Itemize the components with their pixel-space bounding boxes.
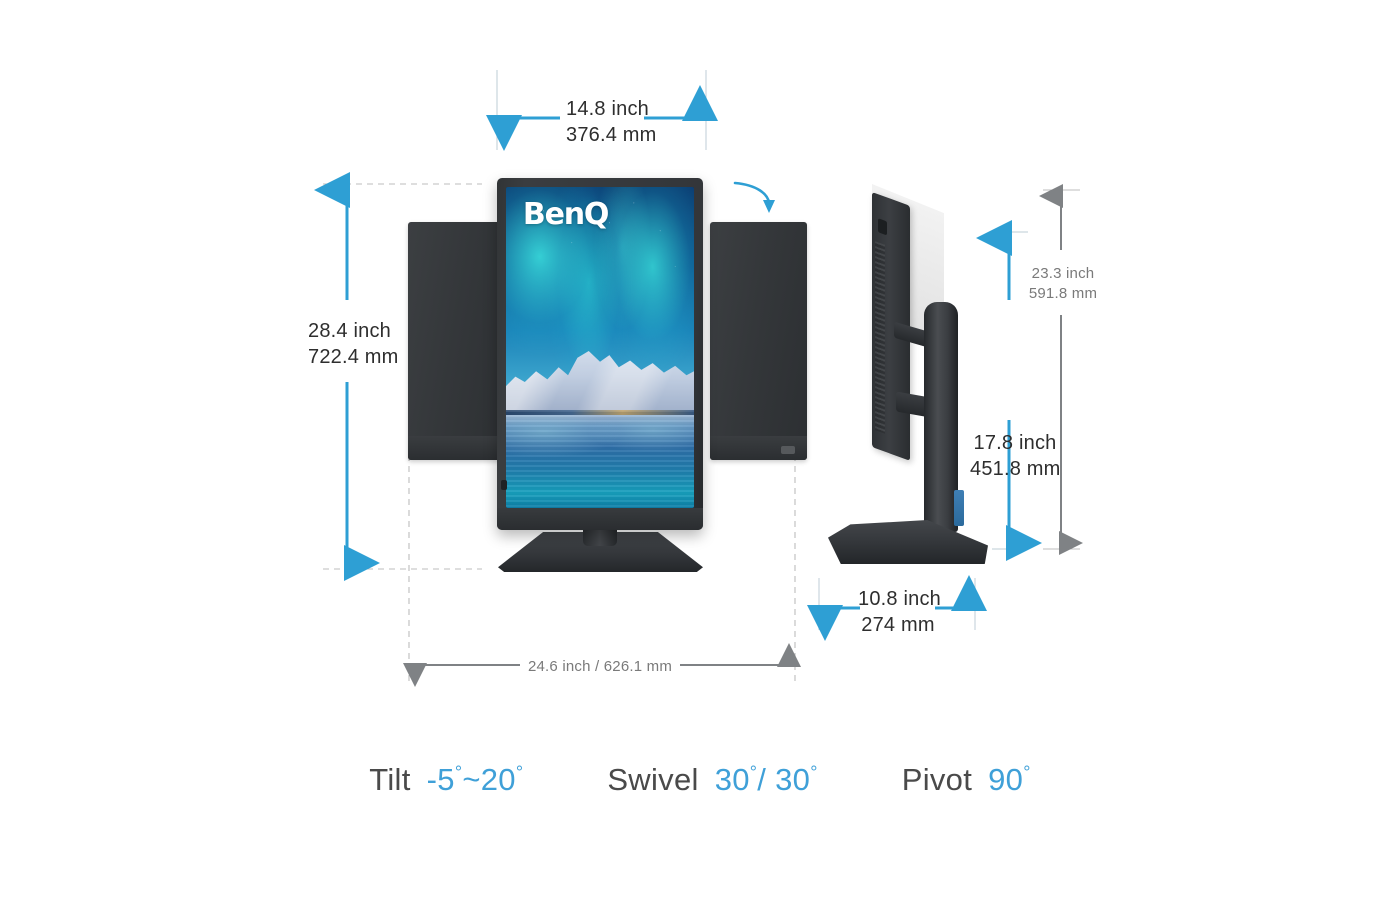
spec-swivel-value-a: 30 <box>714 762 750 797</box>
monitor-screen: BenQ <box>506 187 694 508</box>
spec-pivot-label: Pivot <box>901 762 973 797</box>
dimension-arrow-height-right-outer <box>1039 184 1083 555</box>
monitor-side-vents <box>875 241 885 434</box>
degree-icon: ° <box>1023 762 1031 783</box>
monitor-side-column <box>924 302 958 532</box>
spec-pivot-value: 90° <box>988 762 1031 798</box>
monitor-portrait-chin <box>497 508 703 530</box>
monitor-portrait-body: BenQ <box>497 178 703 530</box>
label-height-right-outer-inch: 23.3 inch <box>1031 265 1095 282</box>
spec-swivel: Swivel 30°/ 30° <box>607 762 817 798</box>
spec-tilt-value-b: ~20 <box>462 762 516 797</box>
degree-icon: ° <box>515 762 524 783</box>
label-height-left: 28.4 inch 722.4 mm <box>308 318 399 371</box>
landscape-ghost-right-foot <box>710 436 807 460</box>
monitor-front-view: BenQ <box>395 175 807 580</box>
label-depth-bottom: 10.8 inch 274 mm <box>858 586 941 639</box>
label-height-right-inner: 17.8 inch 451.8 mm <box>970 430 1060 483</box>
label-height-right-inner-mm: 451.8 mm <box>970 458 1061 481</box>
spec-pivot: Pivot 90° <box>902 762 1031 798</box>
spec-tilt-value: -5°~20° <box>427 762 524 798</box>
wallpaper-shoreline <box>506 410 694 416</box>
ergonomics-row: Tilt -5°~20° Swivel 30°/ 30° Pivot 90° <box>0 762 1400 798</box>
label-sweep-bottom: 24.6 inch / 626.1 mm <box>520 657 680 677</box>
cable-clip-icon <box>954 490 964 526</box>
wallpaper-lake-reflection <box>506 414 694 508</box>
label-height-right-outer: 23.3 inch 591.8 mm <box>1020 264 1106 304</box>
power-led-icon <box>781 446 795 454</box>
label-width-top: 14.8 inch 376.4 mm <box>566 96 657 149</box>
label-width-top-inch: 14.8 inch <box>566 98 649 120</box>
degree-icon: ° <box>454 762 463 783</box>
label-sweep-bottom-text: 24.6 inch / 626.1 mm <box>527 658 673 675</box>
degree-icon: ° <box>749 762 758 783</box>
monitor-side-button-icon <box>501 480 507 490</box>
spec-swivel-value: 30°/ 30° <box>715 762 818 798</box>
label-width-top-mm: 376.4 mm <box>566 124 657 147</box>
label-depth-bottom-inch: 10.8 inch <box>858 588 941 610</box>
spec-pivot-value-a: 90 <box>988 762 1024 797</box>
monitor-side-base <box>828 520 988 564</box>
spec-swivel-label: Swivel <box>607 762 699 797</box>
landscape-ghost-right <box>710 222 807 460</box>
wallpaper-aurora-sky <box>506 187 694 387</box>
degree-icon: ° <box>810 762 818 783</box>
label-height-left-mm: 722.4 mm <box>308 346 399 369</box>
label-height-right-outer-mm: 591.8 mm <box>1028 284 1098 302</box>
label-height-right-inner-inch: 17.8 inch <box>973 432 1057 454</box>
monitor-side-view <box>820 180 1010 565</box>
spec-tilt: Tilt -5°~20° <box>369 762 523 798</box>
label-depth-bottom-mm: 274 mm <box>861 614 935 637</box>
spec-swivel-value-b: / 30 <box>757 762 811 797</box>
label-height-left-inch: 28.4 inch <box>308 320 391 342</box>
benq-logo: BenQ <box>522 196 609 232</box>
spec-tilt-value-a: -5 <box>426 762 455 797</box>
spec-tilt-label: Tilt <box>369 762 411 797</box>
